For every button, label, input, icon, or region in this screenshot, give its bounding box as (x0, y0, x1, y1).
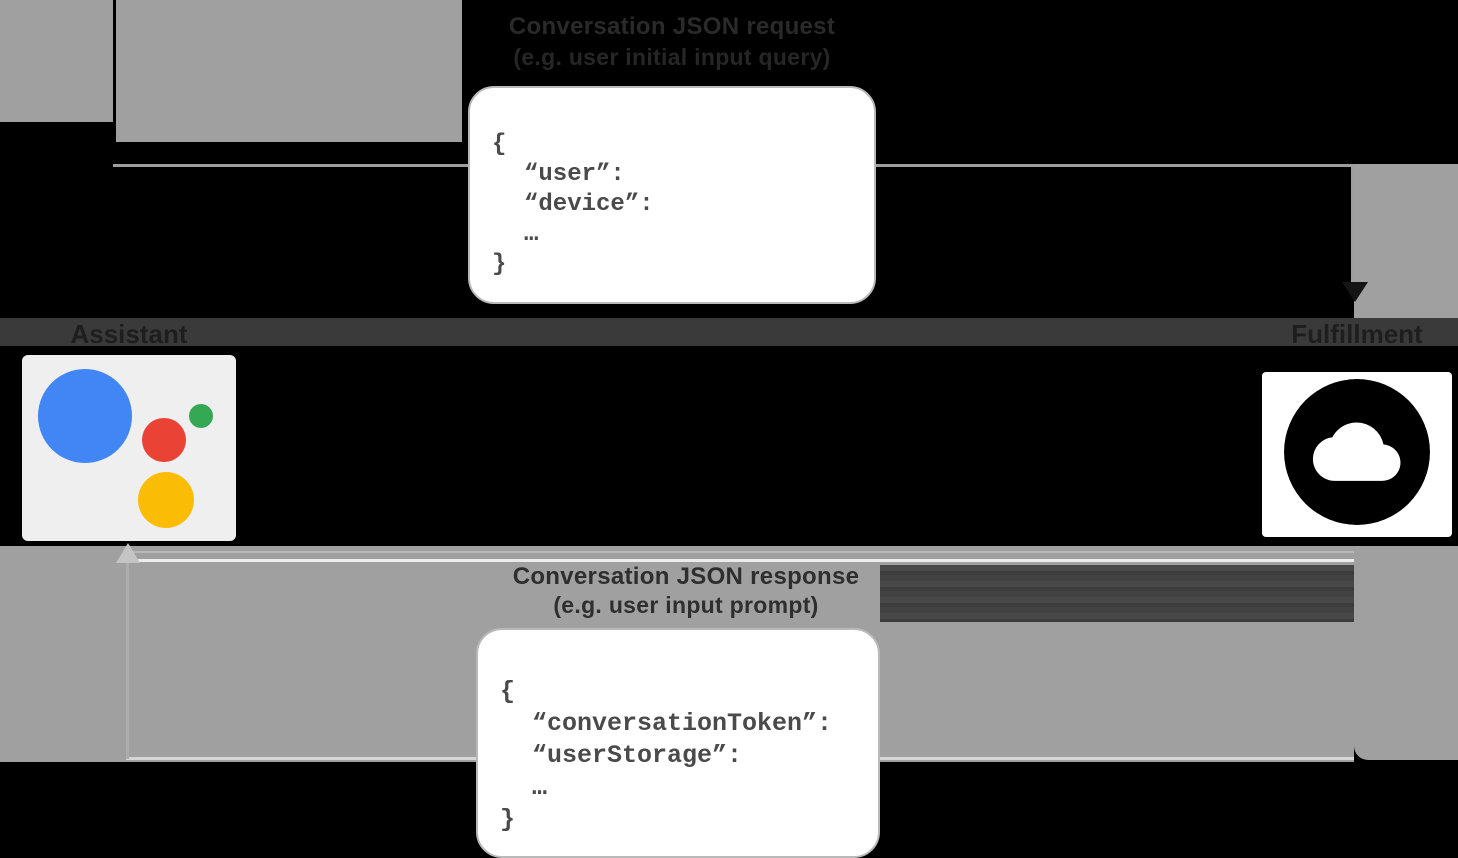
code-line: } (492, 251, 507, 278)
response-arrow-upper-line (132, 551, 1354, 553)
code-line: { (500, 677, 516, 706)
code-line: “user”: (524, 161, 625, 188)
code-line: … (524, 221, 539, 248)
assistant-logo-red-dot (142, 418, 186, 462)
cloud-icon (1281, 376, 1433, 528)
code-line: … (532, 773, 548, 802)
assistant-logo-blue-dot (38, 369, 132, 463)
request-json-box: { “user”: “device”: … } (468, 86, 876, 304)
code-line: “conversationToken”: (532, 709, 833, 738)
request-label-line1: Conversation JSON request (508, 13, 836, 40)
assistant-logo-green-dot (189, 404, 213, 428)
response-arrowhead-icon (116, 543, 140, 563)
glitch-band (880, 565, 1354, 622)
response-label-line2: (e.g. user input prompt) (553, 592, 819, 618)
panel-top-left-b (116, 0, 462, 142)
panel-top-right (1354, 164, 1458, 318)
code-line: “device”: (524, 191, 654, 218)
assistant-logo-yellow-dot (138, 472, 194, 528)
request-label-line2: (e.g. user initial input query) (513, 44, 831, 70)
actor-label-band (0, 318, 1458, 346)
assistant-label: Assistant (70, 319, 188, 349)
assistant-card (22, 355, 236, 541)
response-label-line1: Conversation JSON response (512, 563, 860, 590)
code-line: { (492, 131, 507, 158)
panel-bottom-right (1354, 546, 1458, 760)
fulfillment-card (1262, 372, 1452, 537)
request-arrow-drop-line (1351, 164, 1354, 284)
response-arrow-rise-line (126, 563, 129, 759)
fulfillment-label: Fulfillment (1291, 319, 1423, 349)
response-json-box: { “conversationToken”: “userStorage”: … … (476, 628, 880, 858)
code-line: } (500, 805, 516, 834)
panel-top-left-a (0, 0, 113, 122)
request-arrowhead-icon (1342, 282, 1368, 302)
code-line: “userStorage”: (532, 741, 743, 770)
response-arrow-lower-line (132, 559, 1354, 562)
